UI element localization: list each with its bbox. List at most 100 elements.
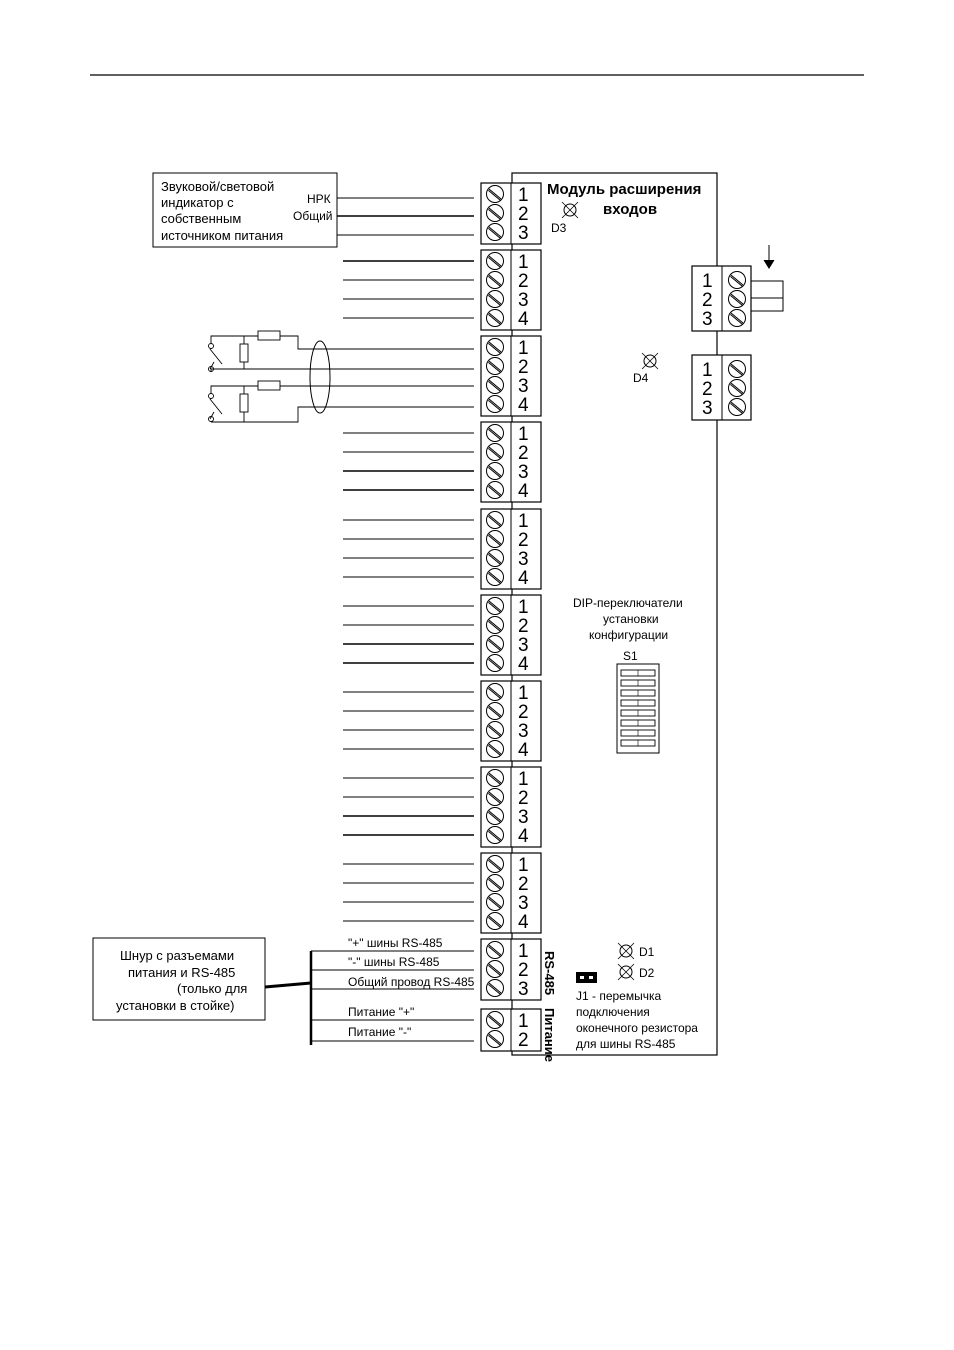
terminal-pin-number: 4 [518,481,529,502]
terminal-pin-number: 4 [518,309,529,330]
terminal-pin-number: 2 [518,616,529,637]
sensor-loop-1 [208,330,474,372]
terminal-pin-number: 1 [518,424,529,445]
screw-terminal-icon [486,376,504,394]
screw-terminal-icon [728,398,746,416]
terminal-pin-number: 3 [518,290,529,311]
screw-terminal-icon [486,893,504,911]
terminal-pin-number: 1 [518,683,529,704]
screw-terminal-icon [486,549,504,567]
screw-terminal-icon [486,481,504,499]
screw-terminal-icon [486,1030,504,1048]
screw-terminal-icon [486,788,504,806]
screw-terminal-icon [728,379,746,397]
screw-terminal-icon [486,874,504,892]
screw-terminal-icon [486,568,504,586]
terminal-pin-number: 4 [518,740,529,761]
input-wires [343,260,474,922]
jumper-text-line4: для шины RS-485 [576,1037,676,1051]
screw-terminal-icon [486,941,504,959]
twisted-pair-marker [309,340,331,414]
screw-terminal-icon [486,635,504,653]
terminal-pin-number: 2 [518,271,529,292]
screw-terminal-icon [486,443,504,461]
sensor-loop-2 [208,380,474,423]
jumper-text-line1: J1 - перемычка [576,989,661,1003]
dip-switch-s1[interactable] [616,663,660,754]
screw-terminal-icon [486,1011,504,1029]
side-label-power: Питание [542,1008,557,1062]
right-terminal-block-2: 123 [691,354,752,421]
screw-terminal-icon [486,223,504,241]
terminal-pin-number: 2 [702,290,713,311]
terminal-pin-number: 1 [702,271,713,292]
dip-caption-line1: DIP-переключатели [573,596,683,610]
right-terminal-block-1: 123 [691,265,752,332]
terminal-pin-number: 3 [518,549,529,570]
terminal-pin-number: 1 [518,252,529,273]
terminal-pin-number: 1 [518,511,529,532]
label-rs485-plus: "+" шины RS-485 [348,936,443,950]
label-rs485-minus: "-" шины RS-485 [348,955,440,969]
cord-text-line3: (только для [177,981,247,996]
terminal-pin-number: 3 [518,376,529,397]
terminal-pin-number: 4 [518,912,529,933]
terminal-pin-number: 1 [518,1011,529,1032]
terminal-pin-number: 3 [702,309,713,330]
screw-terminal-icon [486,683,504,701]
screw-terminal-icon [486,530,504,548]
cord-text-line2: питания и RS-485 [128,965,235,980]
terminal-pin-number: 3 [518,979,529,1000]
screw-terminal-icon [486,511,504,529]
jumper-j1-icon [576,972,597,983]
terminal-pin-number: 3 [518,635,529,656]
screw-terminal-icon [728,360,746,378]
dip-caption-line3: конфигурации [589,628,668,642]
screw-terminal-icon [486,616,504,634]
module-title-line2: входов [603,201,657,218]
screw-terminal-icon [486,204,504,222]
led-d1-label: D1 [639,945,655,959]
screw-terminal-icon [486,462,504,480]
screw-terminal-icon [486,395,504,413]
indicator-pin-nrk: НРК [307,192,331,206]
terminal-pin-number: 1 [518,597,529,618]
cord-text-line4: установки в стойке) [116,998,234,1013]
terminal-pin-number: 2 [518,443,529,464]
terminal-pin-number: 4 [518,654,529,675]
led-d2-label: D2 [639,966,655,980]
led-d4-icon [641,352,659,370]
screw-terminal-icon [486,185,504,203]
terminal-pin-number: 2 [518,788,529,809]
terminal-block-11: 12 [480,1008,542,1052]
cord-text-line1: Шнур с разъемами [120,948,234,963]
terminal-pin-number: 1 [518,338,529,359]
cord-box [92,937,266,1021]
terminal-pin-number: 2 [702,379,713,400]
terminal-pin-number: 3 [518,462,529,483]
terminal-pin-number: 2 [518,530,529,551]
screw-terminal-icon [486,702,504,720]
screw-terminal-icon [486,597,504,615]
terminal-pin-number: 3 [702,398,713,419]
screw-terminal-icon [486,826,504,844]
screw-terminal-icon [486,654,504,672]
terminal-pin-number: 2 [518,1030,529,1051]
screw-terminal-icon [486,912,504,930]
screw-terminal-icon [486,960,504,978]
screw-terminal-icon [486,309,504,327]
screw-terminal-icon [486,338,504,356]
terminal-pin-number: 2 [518,702,529,723]
right-connector-loop [751,245,784,312]
indicator-pin-common: Общий [293,209,333,223]
indicator-text-line3: собственным [161,211,241,226]
terminal-pin-number: 4 [518,568,529,589]
led-d2-icon [617,963,635,981]
